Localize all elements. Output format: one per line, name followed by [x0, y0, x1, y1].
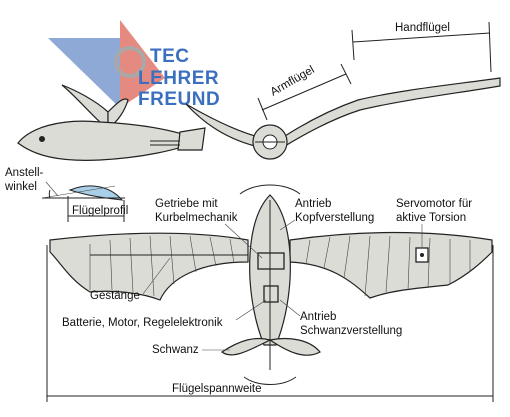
front-view-bird — [185, 77, 501, 160]
label-anstell-1: Anstell- — [5, 167, 44, 179]
airfoil-profile: Anstell- winkel Flügelprofil — [4, 167, 128, 222]
tec-lehrer-freund-logo: TEC LEHRER FREUND — [48, 20, 220, 110]
side-eye — [39, 136, 45, 142]
label-spannweite: Flügelspannweite — [172, 383, 262, 395]
top-wing-left — [49, 232, 249, 301]
top-view-bird — [49, 184, 493, 385]
handfluegel-dimension: Handflügel — [351, 21, 492, 73]
logo-gear-icon — [114, 46, 146, 78]
label-servo-2: aktive Torsion — [396, 212, 466, 224]
top-wing-right — [289, 231, 493, 299]
battery-box — [263, 285, 279, 303]
logo-line-1: TEC — [150, 46, 190, 67]
logo-line-3: FREUND — [138, 89, 220, 110]
label-antrieb-schwanz-1: Antrieb — [300, 311, 336, 323]
label-antrieb-schwanz-2: Schwanzverstellung — [300, 325, 402, 337]
label-antrieb-kopf-1: Antrieb — [295, 198, 331, 210]
label-gestaenge: Gestänge — [90, 290, 140, 302]
label-anstell-2: winkel — [4, 181, 37, 193]
logo-blue-triangle — [48, 38, 120, 108]
head-rotation-arrow — [239, 184, 301, 195]
label-batterie: Batterie, Motor, Regelelektronik — [62, 317, 223, 329]
label-fluegelprofil: Flügelprofil — [72, 205, 128, 217]
gearbox-box — [257, 252, 285, 270]
label-schwanz: Schwanz — [152, 344, 199, 356]
label-antrieb-kopf-2: Kopfverstellung — [295, 212, 374, 224]
top-tail-right — [268, 337, 321, 356]
tail-rotation-arrow — [243, 376, 297, 385]
wingspan-dimension: Flügelspannweite — [46, 245, 494, 402]
logo-line-2: LEHRER — [138, 68, 219, 89]
front-hand-wing-right — [284, 77, 501, 148]
label-servo-1: Servomotor für — [396, 198, 472, 210]
label-getriebe-1: Getriebe mit — [155, 198, 218, 210]
label-getriebe-2: Kurbelmechanik — [155, 212, 238, 224]
label-armfluegel: Armflügel — [269, 64, 317, 99]
side-tail — [177, 127, 206, 151]
airfoil-shape — [68, 185, 124, 201]
side-view-bird — [17, 84, 206, 161]
top-tail-left — [220, 337, 272, 356]
label-handfluegel: Handflügel — [395, 22, 450, 34]
